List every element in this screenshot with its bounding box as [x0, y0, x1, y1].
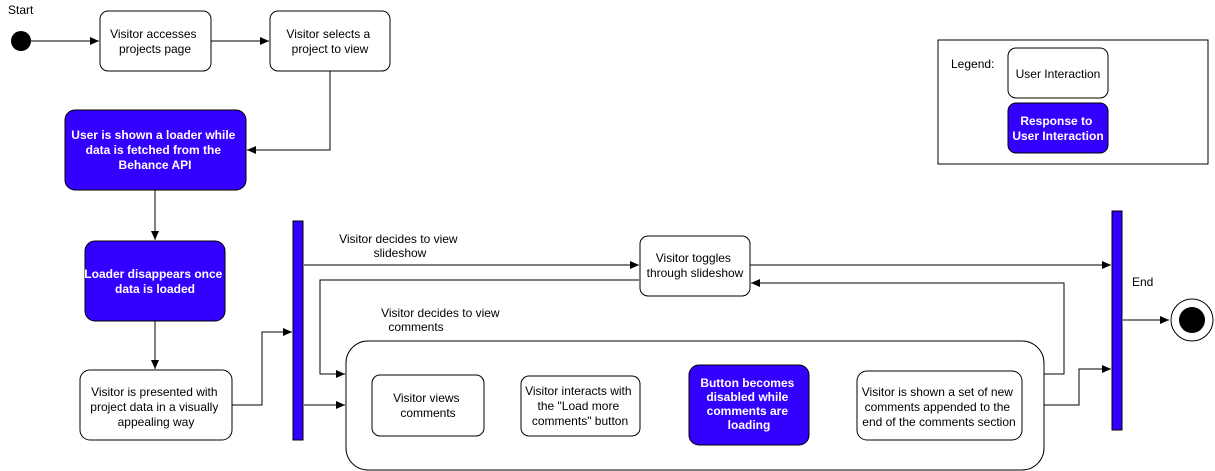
- node-selects-label: Visitor selects a project to view: [286, 27, 373, 56]
- edge-slideshow-label: Visitor decides to view slideshow: [339, 232, 461, 260]
- legend: Legend: User Interaction Response to Use…: [937, 39, 1209, 165]
- node-accesses-line: Visitor accesses: [110, 27, 196, 41]
- node-presented-line: appealing way: [118, 415, 195, 429]
- node-toggles-label: Visitor toggles through slideshow: [647, 251, 744, 280]
- join-bar: [1111, 210, 1123, 431]
- node-disabled-box: [688, 364, 810, 446]
- edge-slideshow-line: Visitor decides to view: [339, 232, 458, 246]
- node-loader-line: Behance API: [119, 158, 192, 172]
- node-disappears-line: Loader disappears once: [84, 267, 222, 281]
- legend-response-label: Response to User Interaction: [1012, 114, 1103, 143]
- start-label: Start: [8, 3, 34, 17]
- node-interacts-label: Visitor interacts with the "Load more co…: [525, 384, 635, 428]
- fork-bar: [292, 220, 304, 441]
- legend-title: Legend:: [951, 57, 994, 71]
- node-accesses-line: projects page: [119, 42, 191, 56]
- node-new-comments-label: Visitor is shown a set of new comments a…: [862, 385, 1017, 429]
- legend-user-swatch: [1007, 47, 1109, 99]
- node-loader-line: data is fetched from the: [86, 143, 222, 157]
- node-presented-line: project data in a visually: [90, 400, 218, 414]
- node-interacts-line: the "Load more: [538, 399, 620, 413]
- edge-comments-label: Visitor decides to view comments: [381, 306, 503, 334]
- edge-slideshow-line: slideshow: [374, 246, 427, 260]
- node-views-comments-line: comments: [400, 406, 455, 420]
- node-loader-label: User is shown a loader while data is fet…: [71, 128, 238, 172]
- edge-toggles-comments: [319, 279, 639, 378]
- node-presented-line: Visitor is presented with: [91, 385, 218, 399]
- node-presented-box: [79, 369, 233, 441]
- node-loader-box: [64, 109, 247, 191]
- node-disabled-label: Button becomes disabled while comments a…: [700, 376, 797, 432]
- node-disappears-line: data is loaded: [115, 282, 195, 296]
- node-new-comments-line: end of the comments section: [862, 415, 1015, 429]
- node-selects-line: Visitor selects a: [286, 27, 370, 41]
- node-interacts-line: Visitor interacts with: [525, 384, 631, 398]
- node-disabled-line: Button becomes: [700, 376, 794, 390]
- node-toggles-line: through slideshow: [647, 266, 744, 280]
- edge-comments-toggles: [751, 279, 1065, 375]
- node-disappears-label: Loader disappears once data is loaded: [84, 267, 225, 296]
- node-selects-line: project to view: [292, 42, 369, 56]
- node-interacts-box: [520, 375, 641, 437]
- node-toggles-box: [639, 235, 751, 297]
- node-disabled-line: loading: [728, 418, 771, 432]
- end-label: End: [1132, 275, 1153, 289]
- node-new-comments-line: comments appended to the: [865, 400, 1011, 414]
- edge-comments-join: [1044, 365, 1111, 406]
- legend-response-line: Response to: [1020, 114, 1092, 128]
- edge-comments-line: Visitor decides to view: [381, 306, 500, 320]
- legend-response-line: User Interaction: [1012, 129, 1103, 143]
- legend-response-swatch: [1007, 102, 1109, 154]
- node-disabled-line: comments are: [707, 404, 789, 418]
- start-node: [11, 31, 31, 51]
- node-accesses-box: [99, 10, 212, 72]
- node-loader-line: User is shown a loader while: [71, 128, 235, 142]
- node-new-comments-line: Visitor is shown a set of new: [862, 385, 1014, 399]
- node-accesses-label: Visitor accesses projects page: [110, 27, 200, 56]
- edge-selects-loader: [247, 71, 331, 154]
- node-new-comments-box: [856, 370, 1023, 441]
- node-selects-box: [269, 10, 391, 72]
- node-interacts-line: comments" button: [532, 414, 628, 428]
- node-disabled-line: disabled while: [706, 390, 788, 404]
- edge-comments-line: comments: [388, 320, 443, 334]
- edge-presented-fork: [232, 328, 292, 406]
- node-presented-label: Visitor is presented with project data i…: [90, 385, 221, 429]
- node-views-comments-box: [371, 374, 485, 437]
- node-views-comments-line: Visitor views: [393, 391, 459, 405]
- node-views-comments-label: Visitor views comments: [393, 391, 463, 420]
- node-disappears-box: [84, 240, 226, 322]
- legend-user-label: User Interaction: [1016, 67, 1101, 81]
- end-node-inner: [1179, 307, 1205, 333]
- node-toggles-line: Visitor toggles: [656, 251, 731, 265]
